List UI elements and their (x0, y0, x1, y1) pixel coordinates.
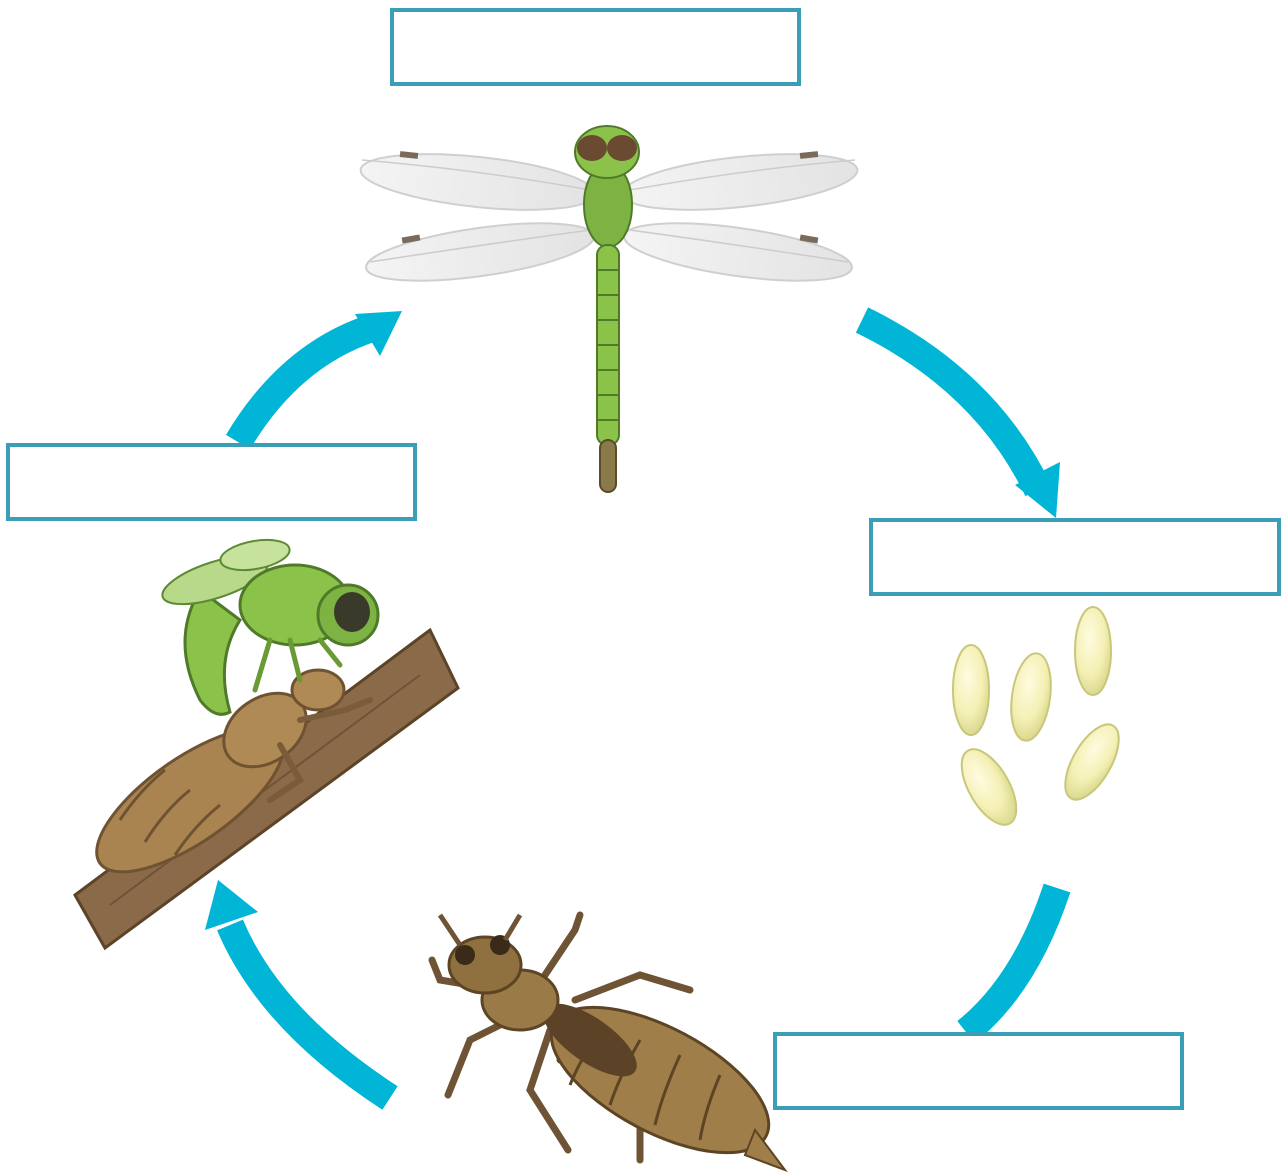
arrow-eggs-to-nymph (966, 888, 1057, 1032)
label-box-nymph[interactable] (773, 1032, 1184, 1110)
arrow-emerging-to-adult (238, 311, 402, 442)
arrow-adult-to-eggs (862, 320, 1060, 518)
nymph-icon (432, 915, 790, 1175)
emerging-dragonfly-icon (75, 535, 458, 948)
label-box-adult[interactable] (390, 8, 801, 86)
eggs-icon (951, 607, 1130, 833)
label-box-eggs[interactable] (869, 518, 1281, 596)
arrow-nymph-to-emerging (205, 880, 390, 1098)
dragonfly-adult-icon (358, 126, 860, 492)
label-box-emerging-adult[interactable] (6, 443, 417, 521)
